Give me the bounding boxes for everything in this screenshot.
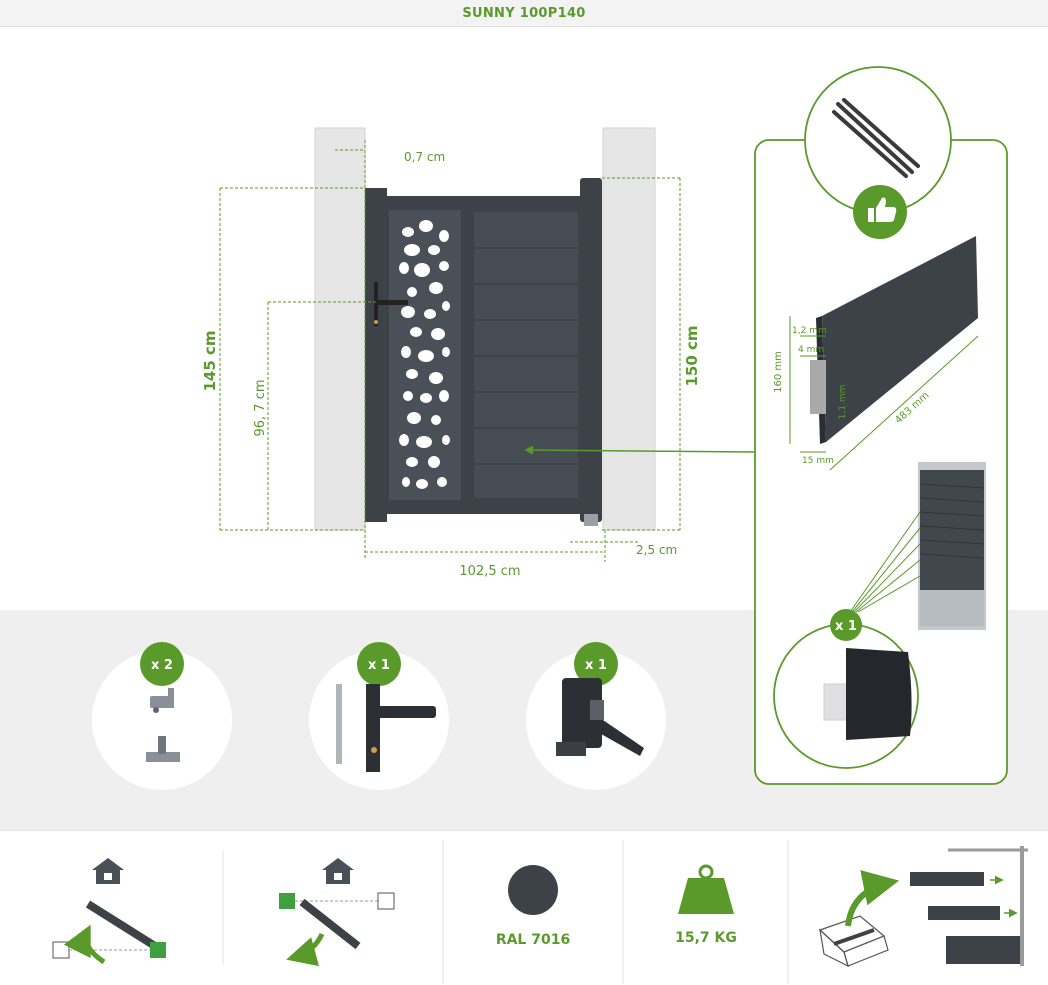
hinge-square-right-2 [377, 892, 395, 910]
hinge-square-left [52, 941, 70, 959]
product-title: SUNNY 100P140 [462, 6, 586, 21]
qty-badge-hinges [140, 642, 184, 686]
hinge-icon [146, 688, 180, 762]
hinge-square-right [150, 942, 166, 958]
package-box-icon [818, 915, 889, 968]
opening-gate-2 [299, 898, 361, 950]
pebble-pattern [399, 220, 450, 489]
gate-section [918, 462, 986, 630]
left-pillar [314, 127, 366, 531]
installed-slats [910, 846, 1028, 966]
dim-height-left-label: 145 cm [201, 330, 219, 391]
qty-badge-handle [357, 642, 401, 686]
dim-gap-label: 0,7 cm [404, 150, 445, 164]
house-icon-1 [92, 858, 124, 884]
gate [365, 178, 602, 526]
weight-icon [678, 864, 734, 914]
latch-icon [556, 678, 644, 756]
right-pillar [602, 127, 656, 531]
spare-slat [846, 648, 912, 740]
qty-badge-latch [574, 642, 618, 686]
profile-height-label: 160 mm [773, 351, 784, 393]
profile-pointer-arrow [524, 445, 756, 455]
profile-d2-label: 4 mm [798, 345, 824, 355]
dim-height-right-label: 150 cm [683, 325, 701, 386]
thumbs-up-icon [868, 197, 897, 222]
title-bar [0, 0, 1048, 27]
accessory-circle-hinges [92, 650, 232, 790]
open-outward-arrow [286, 932, 325, 967]
weight-label: 15,7 KG [675, 930, 737, 946]
open-inward-arrow [63, 924, 106, 965]
qty-handle-label: x 1 [368, 658, 390, 673]
screwdriver-icon [832, 98, 920, 178]
spare-qty-badge [830, 609, 862, 641]
house-icon-2 [322, 858, 354, 884]
spare-slat-insert [823, 683, 849, 721]
dim-handle-height-label: 96, 7 cm [253, 379, 268, 436]
qty-latch-label: x 1 [585, 658, 607, 673]
dim-bottom-gap-label: 2,5 cm [636, 543, 677, 557]
hinge-square-left-2 [279, 893, 295, 909]
dim-width-label: 102,5 cm [459, 564, 520, 579]
profile-blade [810, 236, 978, 444]
packing-arrow [845, 870, 900, 927]
section-pointers [849, 511, 921, 613]
profile-depth-label: 15 mm [802, 456, 834, 466]
spare-qty-label: x 1 [835, 619, 857, 634]
qty-hinges-label: x 2 [151, 658, 173, 673]
profile-d1-label: 1,2 mm [792, 326, 827, 336]
color-label: RAL 7016 [495, 932, 571, 948]
color-swatch [508, 865, 558, 915]
opening-gate-1 [85, 900, 161, 952]
profile-thickness-label: 1,1 mm [838, 385, 848, 420]
handle-lock-icon [336, 684, 436, 772]
